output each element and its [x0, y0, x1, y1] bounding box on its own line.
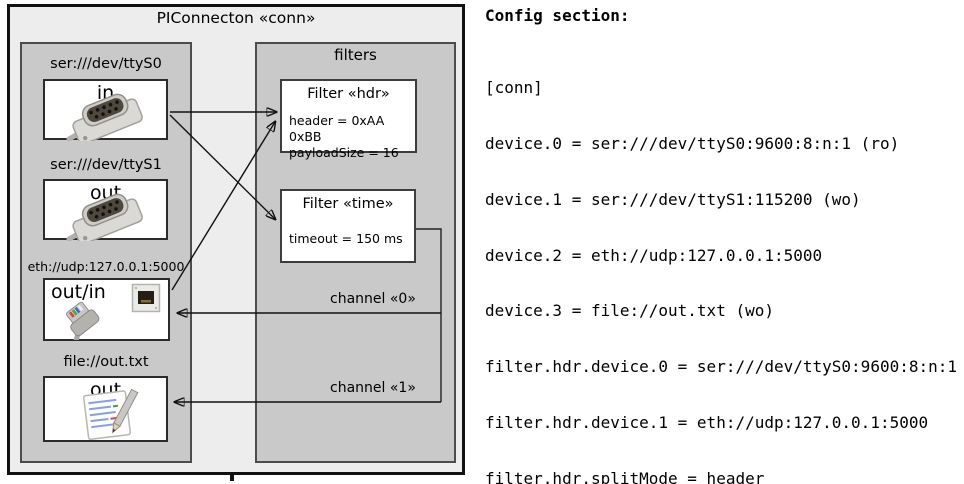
config-line: device.3 = file://out.txt (wo) [485, 301, 774, 321]
channel-1-label: channel «1» [330, 380, 416, 396]
config-section-title: Config section: [485, 6, 630, 25]
port-direction-label: out/in [51, 281, 106, 303]
config-line: device.2 = eth://udp:127.0.0.1:5000 [485, 245, 823, 265]
filter-attribute: header = 0xAA 0xBB [289, 113, 385, 144]
device-uri-label-ttys0: ser:///dev/ttyS0 [50, 56, 162, 72]
config-line: device.0 = ser:///dev/ttyS0:9600:8:n:1 (… [485, 133, 900, 153]
ethernet-connector-icon [65, 301, 100, 340]
filter-title: Filter «hdr» [307, 86, 390, 102]
device-uri-label-file: file://out.txt [63, 354, 149, 370]
filter-attribute: timeout = 150 ms [289, 231, 403, 246]
device-uri-label-eth: eth://udp:127.0.0.1:5000 [27, 259, 185, 274]
diagram-title: PIConnecton «conn» [156, 9, 316, 27]
device-box-eth: out/in [43, 278, 170, 341]
filter-box-hdr: Filter «hdr» header = 0xAA 0xBB payloadS… [280, 79, 417, 160]
device-box-ttys1: out [43, 179, 168, 241]
config-section-text: [conn] device.0 = ser:///dev/ttyS0:9600:… [485, 42, 964, 484]
serial-connector-icon [66, 193, 143, 241]
config-line: filter.hdr.splitMode = header [485, 468, 765, 484]
device-box-file: out [43, 376, 168, 442]
channel-0-label: channel «0» [330, 291, 416, 307]
ethernet-jack-icon [131, 283, 161, 313]
filter-attribute: payloadSize = 16 [289, 145, 399, 160]
config-line: [conn] [485, 78, 543, 98]
filter-attributes: timeout = 150 ms [289, 231, 403, 247]
device-box-ttys0: in [43, 79, 168, 141]
notepad-icon [82, 388, 139, 441]
serial-connector-icon [66, 93, 143, 141]
config-line: device.1 = ser:///dev/ttyS1:115200 (wo) [485, 189, 861, 209]
filter-attributes: header = 0xAA 0xBB payloadSize = 16 [289, 113, 415, 161]
filter-title: Filter «time» [302, 196, 394, 212]
device-uri-label-ttys1: ser:///dev/ttyS1 [50, 157, 162, 173]
config-line: filter.hdr.device.1 = eth://udp:127.0.0.… [485, 412, 929, 432]
filters-panel-title: filters [334, 46, 377, 64]
config-line: filter.hdr.device.0 = ser:///dev/ttyS0:9… [485, 357, 958, 377]
filter-box-time: Filter «time» timeout = 150 ms [280, 189, 416, 263]
bottom-center-tick [230, 474, 234, 481]
